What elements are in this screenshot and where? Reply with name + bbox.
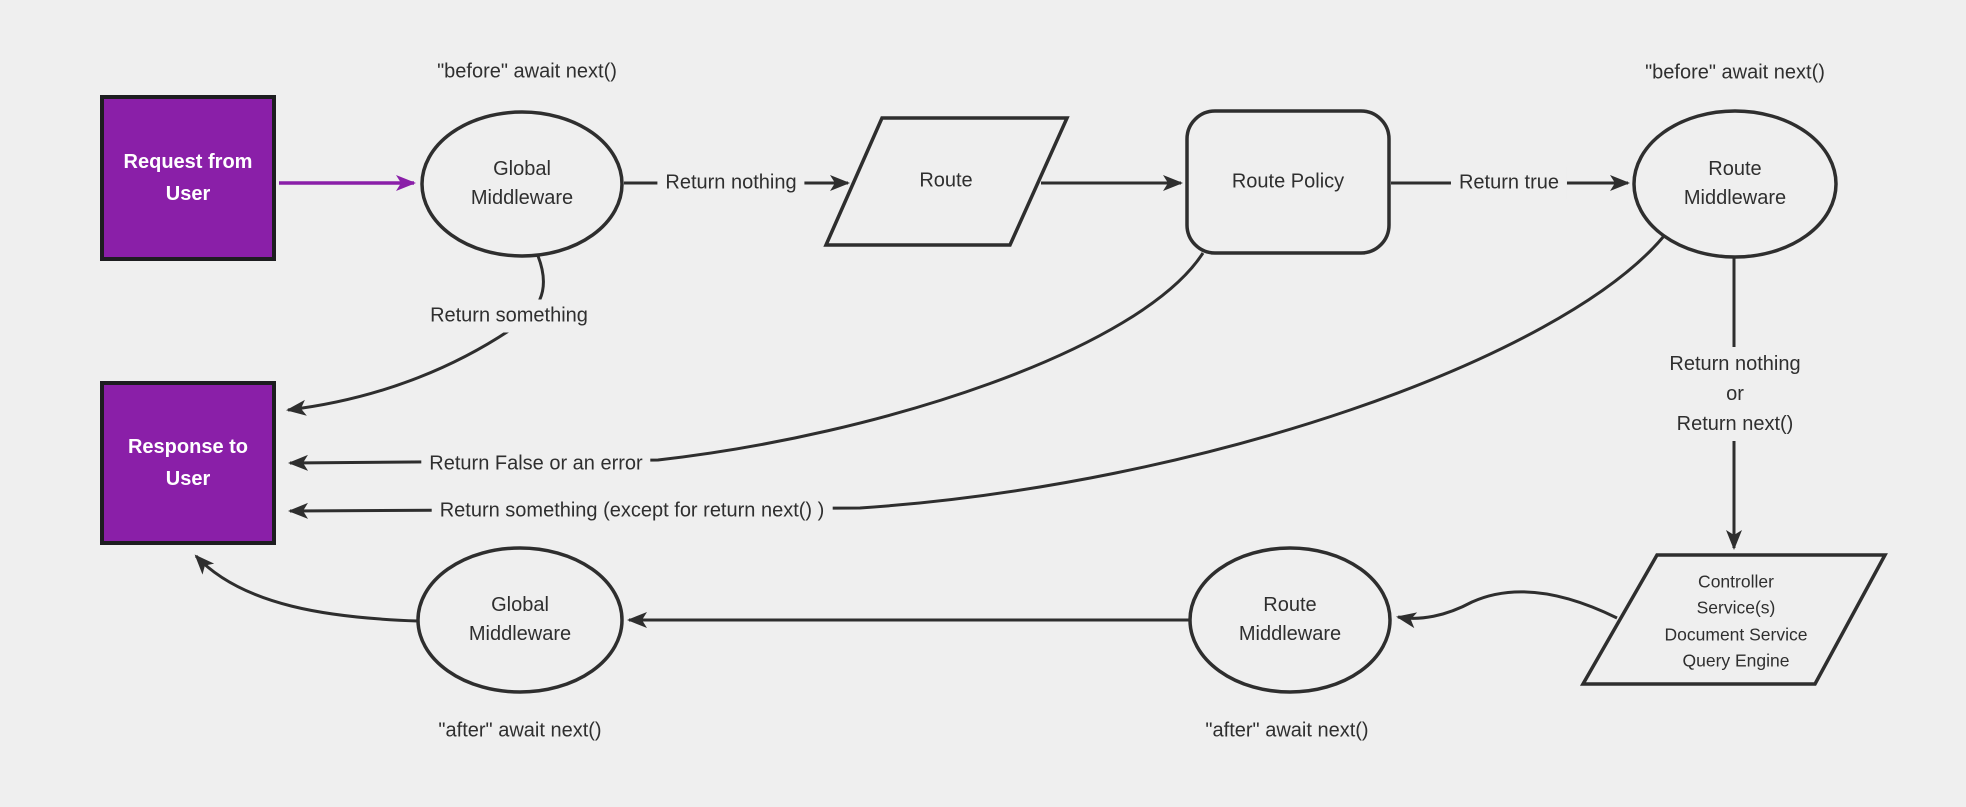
global-middleware-top-ellipse — [420, 110, 624, 258]
edge-return-false-to-response — [288, 252, 1205, 471]
route-parallelogram — [823, 116, 1070, 247]
response-to-user-box — [100, 381, 276, 545]
edge-label-return-false-or-error: Return False or an error — [421, 447, 651, 481]
edge-label-return-nothing-or-next: Return nothing or Return next() — [1661, 347, 1809, 441]
edge-global-middleware-bottom-to-response — [194, 554, 419, 623]
edge-return-something-to-response — [286, 255, 545, 416]
edge-label-return-something-except: Return something (except for return next… — [431, 494, 833, 528]
annotation-after-await-left: "after" await next() — [438, 719, 602, 742]
edge-label-return-something: Return something — [422, 299, 596, 333]
global-middleware-bottom-ellipse — [416, 546, 624, 694]
route-middleware-bottom-ellipse — [1188, 546, 1392, 694]
edge-return-something-except-to-response — [288, 235, 1666, 519]
route-middleware-top-ellipse — [1632, 109, 1838, 259]
annotation-after-await-right: "after" await next() — [1205, 719, 1369, 742]
request-from-user-box — [100, 95, 276, 261]
edge-label-return-true: Return true — [1450, 166, 1568, 200]
controller-parallelogram — [1579, 553, 1888, 686]
edge-controller-to-route-middleware-bottom — [1396, 590, 1618, 629]
edge-label-return-nothing: Return nothing — [657, 166, 805, 200]
route-policy-box — [1185, 109, 1391, 255]
annotation-before-await-right: "before" await next() — [1645, 61, 1825, 84]
annotation-before-await-left: "before" await next() — [437, 60, 617, 83]
